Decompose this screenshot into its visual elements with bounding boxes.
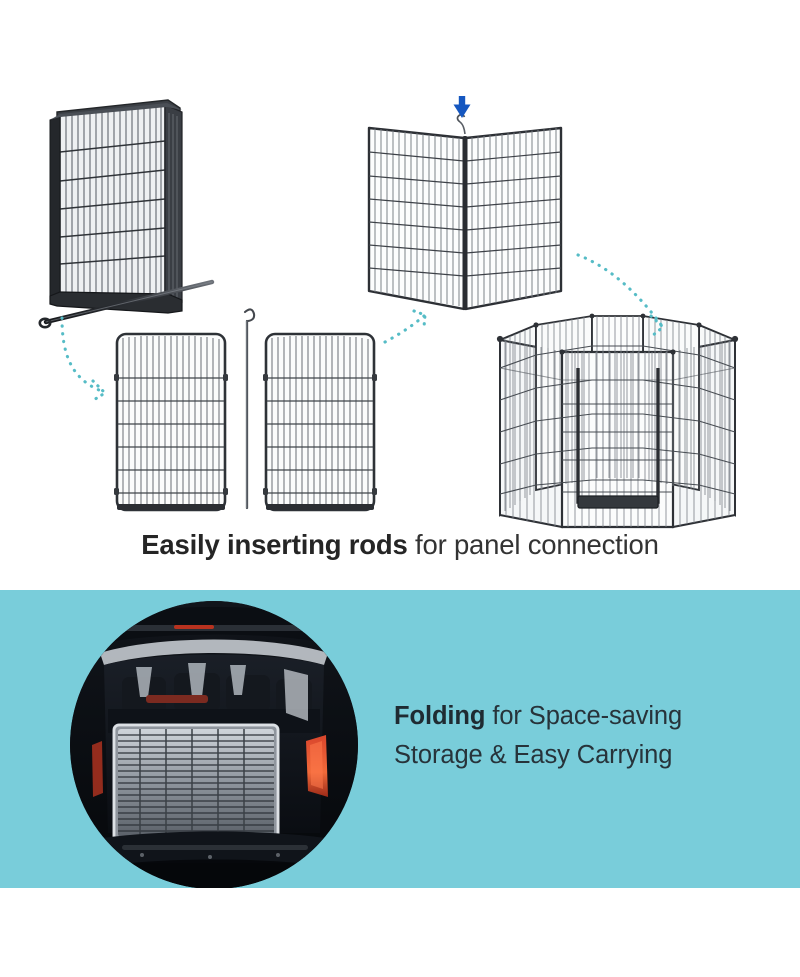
diagram-svg xyxy=(38,96,739,529)
bottom-caption-bold: Folding xyxy=(394,702,486,730)
single-panel-right-figure xyxy=(263,332,377,512)
top-caption: Easily inserting rods for panel connecti… xyxy=(0,528,800,562)
dotted-flow-arrows xyxy=(60,253,664,394)
blue-down-arrow-shape xyxy=(453,96,471,118)
single-panel-left-figure xyxy=(114,332,228,512)
hook-rod-figure xyxy=(243,308,256,510)
top-caption-regular: for panel connection xyxy=(407,529,659,560)
bottom-caption: Folding for Space-saving Storage & Easy … xyxy=(394,697,784,775)
van-trunk-photo xyxy=(70,601,358,889)
two-panel-hinged-unit-figure xyxy=(367,96,563,311)
top-diagram-section: Easily inserting rods for panel connecti… xyxy=(0,96,800,562)
van-trunk-illustration xyxy=(70,601,358,889)
bottom-caption-line2: Storage & Easy Carrying xyxy=(394,741,673,769)
connector-rod-figure xyxy=(38,279,215,329)
playpen-door xyxy=(576,368,660,509)
bottom-caption-line1: for Space-saving xyxy=(485,702,683,730)
top-caption-bold: Easily inserting rods xyxy=(141,529,408,560)
folded-panel-stack-figure xyxy=(49,99,183,314)
assembled-playpen-figure xyxy=(496,313,739,529)
bottom-white-margin xyxy=(0,888,800,977)
folded-playpen-in-trunk xyxy=(112,723,280,843)
